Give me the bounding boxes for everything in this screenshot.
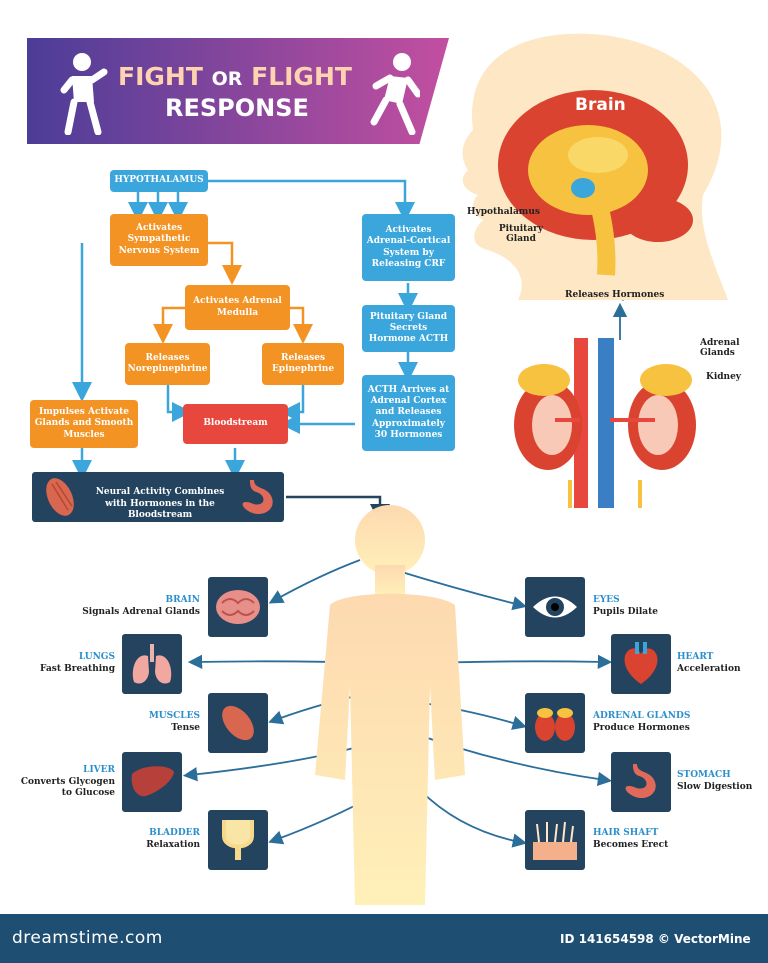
heart-effect-text: Acceleration: [677, 663, 741, 674]
lungs-effect-head: LUNGS: [78, 652, 115, 662]
brain-icon: [216, 590, 260, 624]
muscle-icon: [46, 478, 74, 516]
sympathetic-box: Activates Sympathetic Nervous System: [110, 214, 208, 266]
liver-icon-box: [122, 752, 182, 812]
liver-effect-label: LIVER Converts Glycogen to Glucose: [10, 765, 115, 800]
adrenal-effect-text: Produce Hormones: [593, 722, 690, 733]
bladder-icon: [222, 820, 254, 860]
neural-text: Neural Activity Combines with Hormones i…: [95, 487, 225, 521]
adrenal-icon-box: [525, 693, 585, 753]
heart-icon-box: [611, 634, 671, 694]
hair-shaft-icon: [533, 821, 577, 860]
acth-arrives-box: ACTH Arrives at Adrenal Cortex and Relea…: [362, 375, 455, 451]
neural-banner: [32, 472, 284, 522]
head-silhouette: [462, 33, 728, 300]
bladder-effect-label: BLADDER Relaxation: [100, 828, 200, 851]
stomach-icon: [625, 764, 656, 799]
hypothalamus-box: HYPOTHALAMUS: [110, 170, 208, 192]
fight-person-icon: [60, 53, 108, 135]
eyes-icon-box: [525, 577, 585, 637]
adrenal-effect-head: ADRENAL GLANDS: [593, 711, 691, 721]
bloodstream-box: Bloodstream: [183, 404, 288, 444]
adrenal-cortical-box: Activates Adrenal-Cortical System by Rel…: [362, 214, 455, 281]
adrenal-glands-label: Adrenal Glands: [700, 338, 740, 358]
muscles-icon-box: [208, 693, 268, 753]
hair-effect-text: Becomes Erect: [593, 839, 669, 850]
liver-effect-text: Converts Glycogen to Glucose: [20, 776, 115, 799]
adrenal-effect-label: ADRENAL GLANDS Produce Hormones: [593, 711, 703, 734]
eye-icon: [533, 596, 577, 618]
muscles-effect-label: MUSCLES Tense: [100, 711, 200, 734]
impulses-box: Impulses Activate Glands and Smooth Musc…: [30, 400, 138, 448]
footer-id: ID 141654598 © VectorMine: [560, 932, 751, 946]
bladder-effect-head: BLADDER: [149, 828, 200, 838]
muscles-effect-text: Tense: [171, 722, 200, 733]
heart-effect-head: HEART: [677, 652, 714, 662]
lungs-icon: [132, 644, 172, 684]
title-line1: FIGHT OR FLIGHT: [118, 62, 352, 91]
lungs-effect-text: Fast Breathing: [40, 663, 115, 674]
flight-person-icon: [370, 53, 420, 135]
hair-effect-label: HAIR SHAFT Becomes Erect: [593, 828, 693, 851]
brain-effect-label: BRAIN Signals Adrenal Glands: [60, 595, 200, 618]
brain-label: Brain: [575, 95, 626, 115]
lungs-effect-label: LUNGS Fast Breathing: [10, 652, 115, 675]
footer-bar: [0, 914, 768, 963]
norepinephrine-box: Releases Norepinephrine: [125, 343, 210, 385]
lungs-icon-box: [122, 634, 182, 694]
hair-effect-head: HAIR SHAFT: [593, 828, 659, 838]
stomach-effect-text: Slow Digestion: [677, 781, 753, 792]
adrenal-medulla-box: Activates Adrenal Medulla: [185, 285, 290, 330]
muscles-icon: [222, 705, 254, 741]
brain-icon-box: [208, 577, 268, 637]
brain-effect-text: Signals Adrenal Glands: [82, 606, 200, 617]
pituitary-label: Pituitary Gland: [498, 224, 544, 244]
bladder-icon-box: [208, 810, 268, 870]
heart-icon: [624, 642, 658, 684]
muscles-effect-head: MUSCLES: [148, 711, 200, 721]
liver-effect-head: LIVER: [83, 765, 115, 775]
brain-effect-head: BRAIN: [165, 595, 200, 605]
hair-icon-box: [525, 810, 585, 870]
kidneys-illustration: [514, 338, 696, 508]
title-line2: RESPONSE: [165, 94, 309, 122]
kidney-label: Kidney: [706, 372, 742, 382]
footer-site: dreamstime.com: [12, 928, 163, 948]
stomach-effect-head: STOMACH: [677, 770, 731, 780]
liver-icon: [131, 766, 174, 797]
adrenal-kidney-icon: [535, 708, 575, 741]
stomach-effect-label: STOMACH Slow Digestion: [677, 770, 765, 793]
stomach-small-icon: [242, 480, 273, 515]
bladder-effect-text: Relaxation: [146, 839, 200, 850]
eyes-effect-text: Pupils Dilate: [593, 606, 658, 617]
eyes-effect-head: EYES: [593, 595, 620, 605]
eyes-effect-label: EYES Pupils Dilate: [593, 595, 693, 618]
releases-hormones-label: Releases Hormones: [565, 290, 665, 300]
hypothalamus-label: Hypothalamus: [467, 207, 540, 217]
stomach-icon-box: [611, 752, 671, 812]
heart-effect-label: HEART Acceleration: [677, 652, 762, 675]
pituitary-acth-box: Pituitary Gland Secrets Hormone ACTH: [362, 305, 455, 352]
body-silhouette: [315, 505, 465, 905]
epinephrine-box: Releases Epinephrine: [262, 343, 344, 385]
